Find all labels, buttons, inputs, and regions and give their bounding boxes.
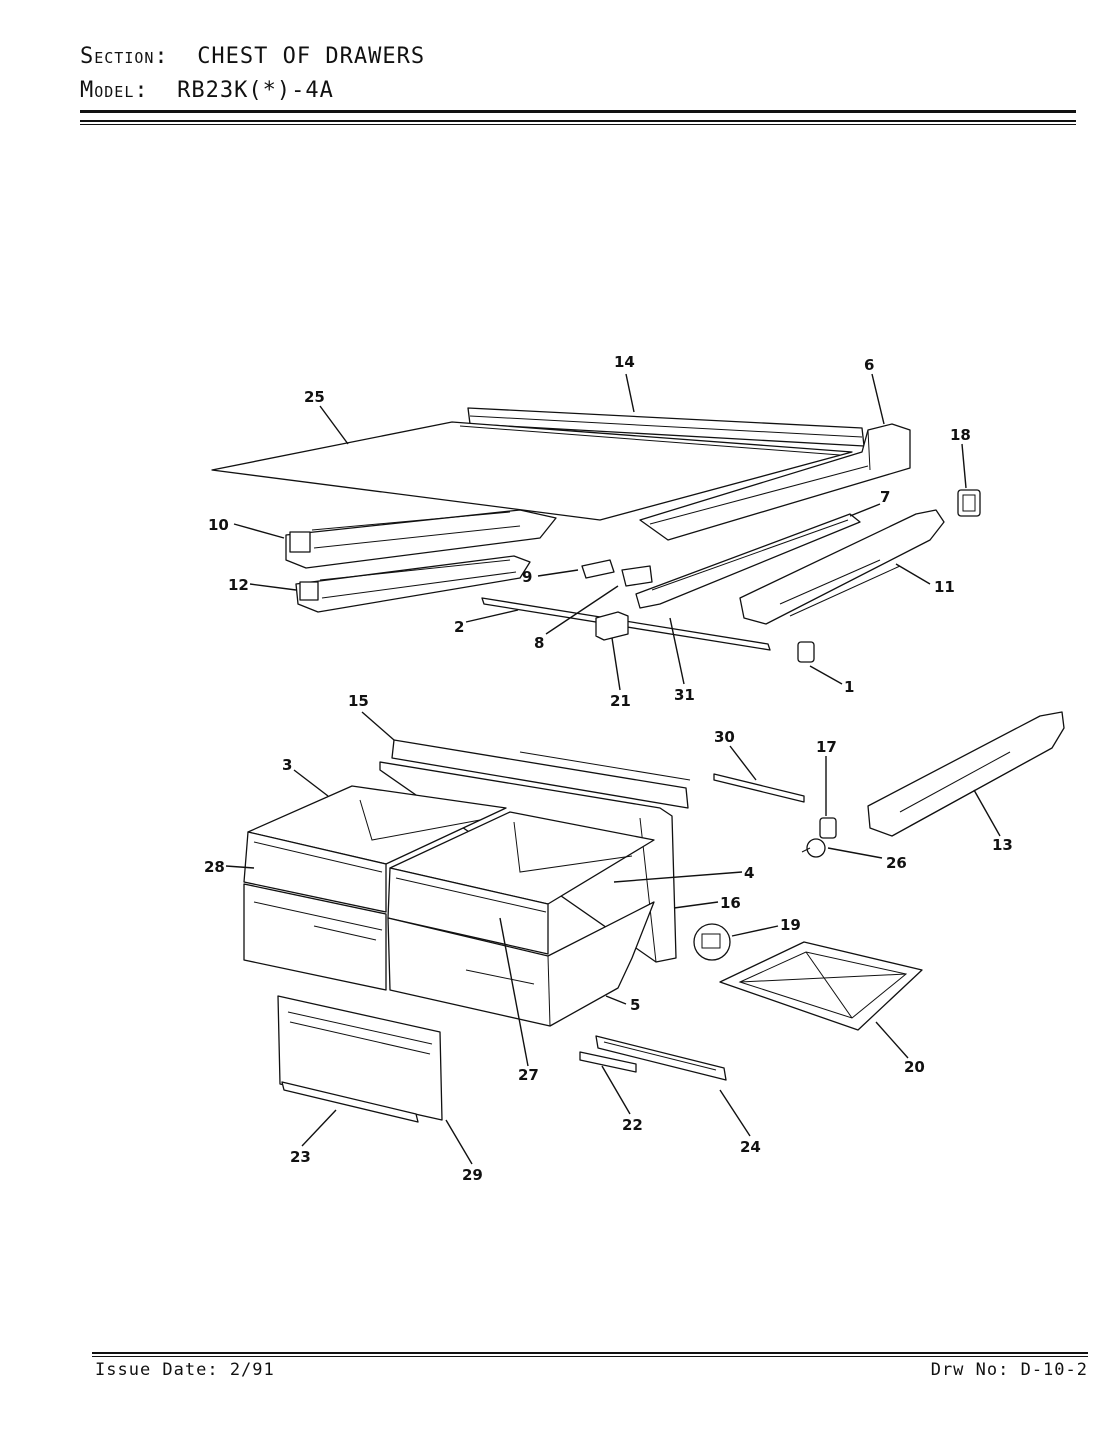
part-23-trim — [281, 1081, 419, 1123]
model-value: RB23K(*)-4A — [177, 78, 334, 103]
callout-31: 31 — [674, 686, 695, 704]
callout-23: 23 — [290, 1148, 311, 1166]
callout-11: 11 — [934, 578, 955, 596]
part-24-handle — [595, 1035, 727, 1081]
callout-13: 13 — [992, 836, 1013, 854]
section-value: CHEST OF DRAWERS — [197, 44, 426, 69]
callout-5: 5 — [630, 996, 640, 1014]
callout-7: 7 — [880, 488, 890, 506]
callout-14: 14 — [614, 353, 635, 371]
part-26-knob — [801, 838, 826, 858]
part-29-front-panel — [277, 995, 443, 1121]
callout-1: 1 — [844, 678, 854, 696]
header-rule-2 — [80, 120, 1076, 122]
callout-6: 6 — [864, 356, 874, 374]
part-3-left-drawer — [243, 785, 507, 913]
part-19-detail — [693, 923, 731, 961]
header-rule-3 — [80, 124, 1076, 125]
callout-26: 26 — [886, 854, 907, 872]
callout-9: 9 — [522, 568, 532, 586]
callout-10: 10 — [208, 516, 229, 534]
leader-lines — [225, 373, 1001, 1165]
drawing-number: Drw No: D-10-2 — [930, 1360, 1088, 1380]
callout-12: 12 — [228, 576, 249, 594]
callout-17: 17 — [816, 738, 837, 756]
model-label: Model: — [80, 78, 149, 103]
callout-22: 22 — [622, 1116, 643, 1134]
callout-20: 20 — [904, 1058, 925, 1076]
callout-16: 16 — [720, 894, 741, 912]
callout-25: 25 — [304, 388, 325, 406]
callout-numbers: 14 6 25 18 10 7 9 12 11 2 8 21 31 1 15 3… — [204, 353, 1013, 1184]
callout-28: 28 — [204, 858, 225, 876]
part-25-glass-shelf — [211, 421, 853, 521]
callout-24: 24 — [740, 1138, 761, 1156]
part-10-left-rail — [285, 509, 557, 569]
part-7-right-rail — [635, 513, 861, 609]
callout-30: 30 — [714, 728, 735, 746]
callout-3: 3 — [282, 756, 292, 774]
section-heading: Section: CHEST OF DRAWERS — [80, 44, 425, 69]
part-13-slide — [867, 711, 1065, 837]
part-11-right-slide — [739, 509, 945, 625]
model-heading: Model: RB23K(*)-4A — [80, 78, 334, 103]
callout-4: 4 — [744, 864, 754, 882]
part-15-cover — [391, 739, 691, 809]
header-rule — [80, 110, 1076, 113]
callout-27: 27 — [518, 1066, 539, 1084]
callout-2: 2 — [454, 618, 464, 636]
part-8-bracket — [621, 565, 653, 587]
part-18-clip — [957, 489, 981, 517]
part-28-drawer-front — [243, 883, 387, 991]
part-4-right-drawer — [387, 811, 655, 955]
part-12-left-rail — [295, 555, 531, 613]
footer-rule-2 — [92, 1356, 1088, 1357]
callout-19: 19 — [780, 916, 801, 934]
callout-29: 29 — [462, 1166, 483, 1184]
part-20-tray — [719, 941, 923, 1031]
issue-date: Issue Date: 2/91 — [95, 1360, 275, 1380]
part-9-clip — [581, 559, 615, 579]
callout-18: 18 — [950, 426, 971, 444]
part-30-rod — [713, 773, 805, 803]
callout-21: 21 — [610, 692, 631, 710]
part-6-right-frame — [639, 423, 911, 541]
part-5-crisper — [387, 901, 655, 1027]
part-21-block — [595, 611, 629, 641]
callout-15: 15 — [348, 692, 369, 710]
callout-8: 8 — [534, 634, 544, 652]
footer-rule — [92, 1352, 1088, 1354]
part-1-clip — [797, 641, 815, 663]
part-17-clip — [819, 817, 837, 839]
part-22-strip — [579, 1051, 637, 1073]
section-label: Section: — [80, 44, 169, 69]
